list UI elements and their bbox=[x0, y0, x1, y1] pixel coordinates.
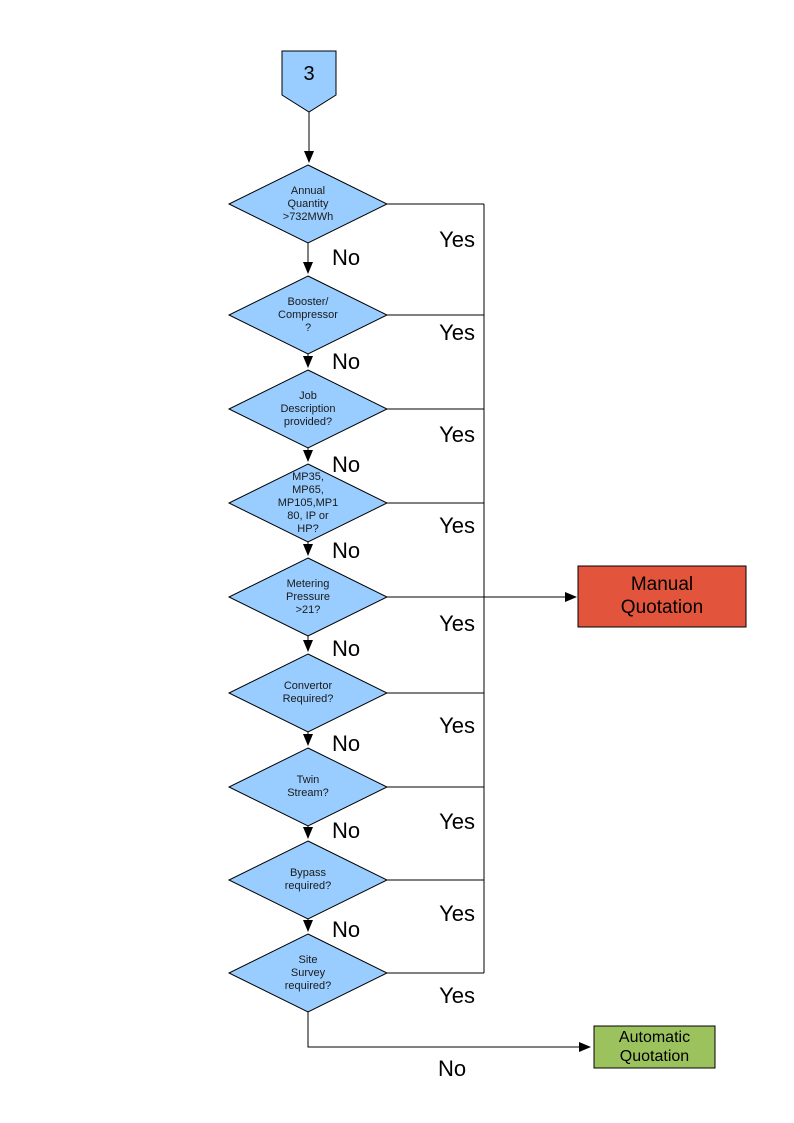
no-label-annual-quantity: No bbox=[332, 245, 361, 270]
yes-label-metering-pressure: Yes bbox=[439, 611, 475, 636]
yes-label-annual-quantity: Yes bbox=[439, 227, 475, 252]
no-label-twin-stream: No bbox=[332, 818, 361, 843]
decision-annual-quantity-label: Annual Quantity >732MWh bbox=[282, 184, 334, 223]
manual-quotation-shape bbox=[577, 565, 747, 628]
decision-site-survey-shape bbox=[227, 933, 389, 1013]
automatic-quotation-shape bbox=[593, 1025, 716, 1069]
no-path-to-automatic-quotation bbox=[307, 1012, 591, 1052]
no-label-meter-type: No bbox=[332, 538, 361, 563]
decision-meter-type-label: MP35, MP65, MP105,MP1 80, IP or HP? bbox=[277, 470, 339, 535]
yes-label-job-description: Yes bbox=[439, 422, 475, 447]
decision-site-survey-label: Site Survey required? bbox=[284, 953, 332, 992]
decision-job-description-label: Job Description provided? bbox=[280, 389, 336, 428]
decision-booster-compressor-label: Booster/ Compressor ? bbox=[278, 295, 338, 334]
decision-job-description-shape bbox=[227, 369, 389, 449]
no-label-booster-compressor: No bbox=[332, 349, 361, 374]
decision-annual-quantity-shape bbox=[227, 164, 389, 244]
manual-quotation-label: Manual Quotation bbox=[620, 573, 704, 618]
yes-label-twin-stream: Yes bbox=[439, 809, 475, 834]
yes-label-booster-compressor: Yes bbox=[439, 320, 475, 345]
yes-label-site-survey: Yes bbox=[439, 983, 475, 1008]
decision-bypass-label: Bypass required? bbox=[284, 867, 332, 892]
decision-twin-stream-label: Twin Stream? bbox=[287, 774, 329, 799]
no-label-bypass: No bbox=[332, 917, 361, 942]
automatic-quotation-label: Automatic Quotation bbox=[618, 1028, 691, 1065]
decision-convertor-label: Convertor Required? bbox=[282, 680, 334, 705]
offpage-connector-shape bbox=[281, 50, 337, 113]
yes-label-bypass: Yes bbox=[439, 901, 475, 926]
yes-label-convertor: Yes bbox=[439, 713, 475, 738]
offpage-connector-label: 3 bbox=[303, 62, 315, 85]
yes-label-meter-type: Yes bbox=[439, 513, 475, 538]
no-label-job-description: No bbox=[332, 452, 361, 477]
decision-booster-compressor-shape bbox=[227, 275, 389, 355]
no-label-metering-pressure: No bbox=[332, 636, 361, 661]
no-label-convertor: No bbox=[332, 731, 361, 756]
decision-twin-stream-shape bbox=[227, 747, 389, 827]
decision-meter-type-shape bbox=[227, 463, 389, 543]
decision-bypass-shape bbox=[227, 840, 389, 920]
no-label-site-survey: No bbox=[437, 1056, 467, 1081]
decision-metering-pressure-shape bbox=[227, 557, 389, 637]
decision-metering-pressure-label: Metering Pressure >21? bbox=[285, 577, 331, 616]
decision-convertor-shape bbox=[227, 653, 389, 733]
